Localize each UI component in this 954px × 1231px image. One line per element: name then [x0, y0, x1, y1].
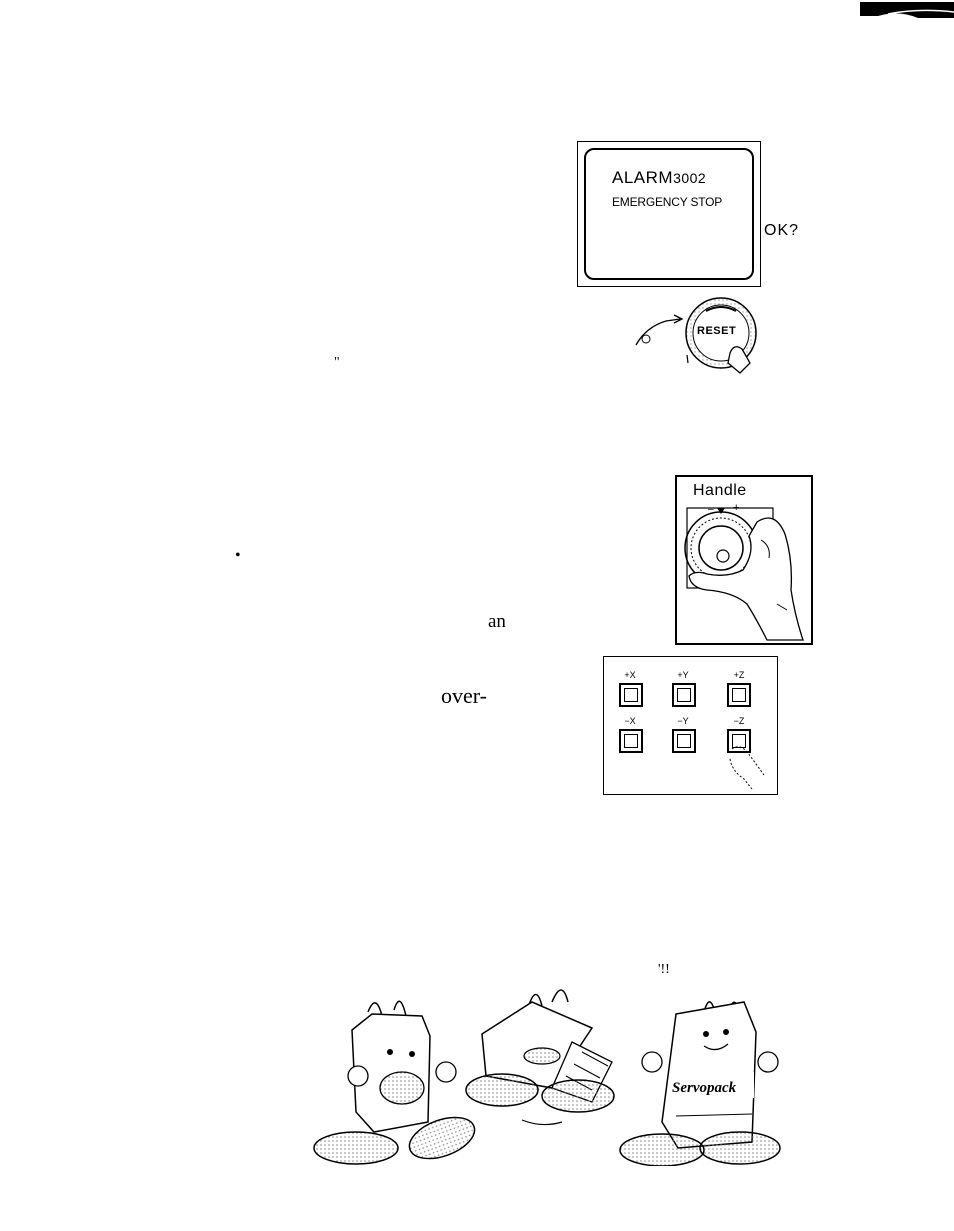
servopack-badge: Servopack: [672, 1080, 737, 1096]
jog-key-plus-x[interactable]: [619, 683, 643, 707]
left-mascot: [313, 1000, 476, 1165]
handle-label: Handle: [693, 482, 747, 499]
alarm-code: ALARM3002: [612, 168, 706, 188]
jog-label-minus-x: −X: [624, 716, 636, 726]
jog-key-panel: [603, 656, 778, 795]
alarm-label: ALARM: [612, 168, 674, 187]
crt-screen: [584, 148, 754, 280]
jog-key-minus-y[interactable]: [672, 729, 696, 753]
right-mascot: [619, 1001, 781, 1166]
page-corner-mark: [860, 2, 954, 18]
jog-key-plus-z[interactable]: [727, 683, 751, 707]
crt-display: [577, 141, 761, 287]
handle-plus-sign: +: [733, 502, 740, 514]
stray-quote-mark: ": [334, 355, 340, 370]
servopack-mascots-illustration: [313, 989, 781, 1166]
alarm-message: EMERGENCY STOP: [612, 195, 723, 209]
stray-bullet: •: [235, 547, 241, 564]
jog-label-minus-z: −Z: [733, 716, 745, 726]
reset-button-label: RESET: [697, 325, 737, 337]
reset-button-illustration: [635, 297, 757, 374]
handle-panel: [675, 475, 813, 645]
jog-label-plus-y: +Y: [677, 670, 689, 680]
stray-exclaim: '!!: [658, 962, 670, 977]
stray-fragment-an: an: [488, 611, 506, 632]
handle-minus-sign: –: [708, 504, 714, 515]
stray-fragment-over: over-: [441, 683, 487, 708]
handle-dial-illustration: [684, 507, 804, 641]
ok-prompt: OK?: [764, 222, 800, 239]
jog-label-minus-y: −Y: [677, 716, 689, 726]
middle-mascot: [465, 989, 615, 1126]
jog-key-plus-y[interactable]: [672, 683, 696, 707]
jog-key-minus-z[interactable]: [727, 729, 751, 753]
jog-key-minus-x[interactable]: [619, 729, 643, 753]
jog-label-plus-z: +Z: [733, 670, 745, 680]
alarm-number: 3002: [673, 170, 707, 186]
jog-label-plus-x: +X: [624, 670, 636, 680]
pressing-finger-icon: [729, 746, 765, 790]
